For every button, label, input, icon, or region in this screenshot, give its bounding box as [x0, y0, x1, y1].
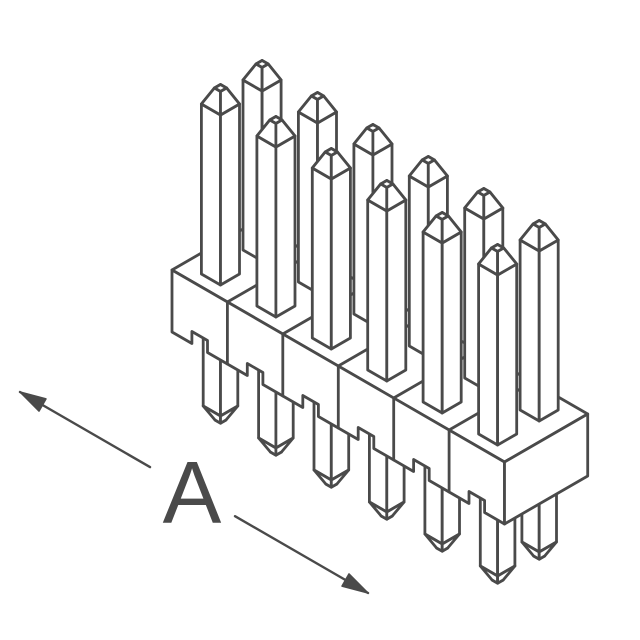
pin-front-2-chamfer-front-right [274, 118, 297, 149]
pin-front-1-side-left [199, 102, 222, 287]
pin-back-1-chamfer-front-right [260, 62, 283, 93]
tail-front-2-chamfer-front-right [274, 436, 295, 457]
pin-front-6-chamfer-front-right [496, 246, 519, 277]
body-right-face [503, 412, 590, 526]
pin-front-5-side-left [421, 230, 444, 415]
dimension-annotation: A [18, 390, 370, 595]
pin-back-5-chamfer-front-right [482, 190, 505, 221]
pin-back-2-chamfer-front-right [316, 94, 338, 125]
pin-front-1-chamfer-front-right [219, 86, 241, 117]
connector-line-art [170, 59, 590, 585]
pin-back-4-chamfer-front-right [426, 158, 449, 189]
pin-back-3-chamfer-front-right [371, 126, 394, 157]
arrowhead-upper-left [19, 391, 47, 412]
tail-front-4-chamfer-front-right [385, 500, 406, 521]
pin-front-4-chamfer-front-right [385, 182, 408, 213]
pin-front-2-side-left [255, 134, 278, 319]
dimension-label: A [163, 443, 222, 542]
pin-back-6-side-right [537, 238, 560, 423]
pin-front-1-side-right [219, 102, 241, 287]
pin-front-5-chamfer-front-right [440, 214, 463, 245]
tail-front-3-chamfer-front-right [329, 468, 351, 489]
pin-front-2-side-right [274, 134, 297, 319]
pin-front-6-side-left [477, 262, 500, 447]
tail-front-6-chamfer-front-right [496, 564, 517, 585]
pin-back-6-chamfer-front-right [537, 222, 560, 253]
tail-front-1-chamfer-front-right [219, 404, 240, 425]
pin-front-3-side-right [329, 166, 352, 351]
pin-front-4-side-left [366, 198, 389, 383]
tail-front-5-chamfer-front-right [440, 532, 461, 553]
tail-back-6-chamfer-front-right [537, 540, 558, 561]
pin-front-4-side-right [385, 198, 408, 383]
pin-front-3-chamfer-front-right [329, 150, 352, 181]
arrowhead-lower-right [341, 573, 369, 594]
dimension-arrow [18, 390, 370, 595]
pin-front-6-side-right [496, 262, 519, 447]
pin-back-6-side-left [518, 238, 541, 423]
pin-front-3-side-left [310, 166, 333, 351]
pin-front-5-side-right [440, 230, 463, 415]
